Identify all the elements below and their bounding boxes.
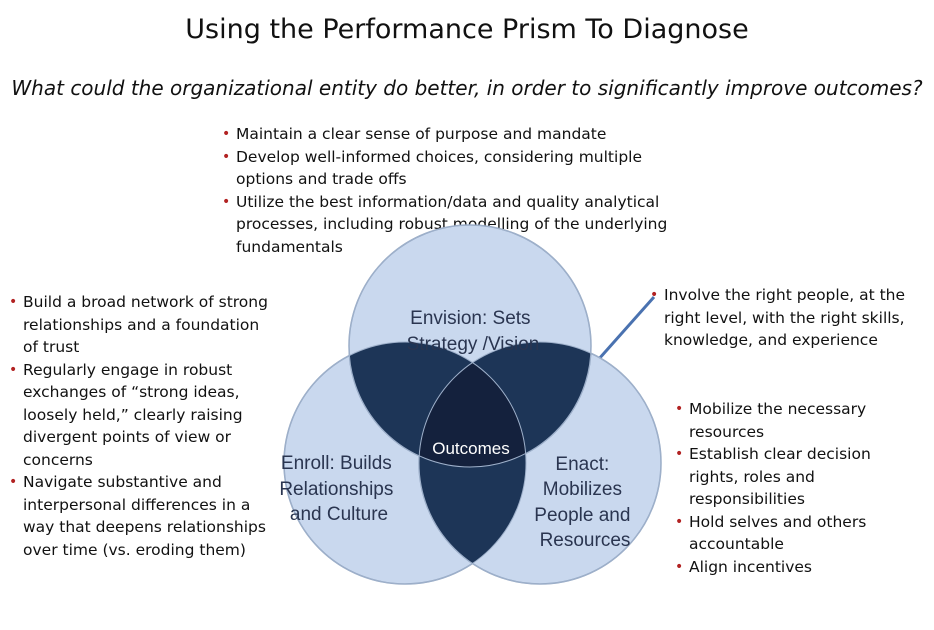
enroll-circle-outline: [283, 341, 527, 585]
envision-bullet: Develop well-informed choices, consideri…: [222, 146, 702, 191]
enact-bullet: Hold selves and others accountable: [675, 511, 875, 556]
envision-bullet: Maintain a clear sense of purpose and ma…: [222, 123, 702, 146]
diagram-title: Using the Performance Prism To Diagnose: [185, 14, 749, 45]
connector-line: [588, 296, 656, 370]
enroll-bullet-list: Build a broad network of strong relation…: [9, 291, 271, 561]
outcomes-region: [419, 342, 526, 467]
enact-circle-outline: [418, 341, 662, 585]
envision-bullet-list: Maintain a clear sense of purpose and ma…: [222, 123, 702, 258]
enact-bullet: Mobilize the necessary resources: [675, 398, 875, 443]
enroll-bullet: Navigate substantive and interpersonal d…: [9, 471, 271, 561]
diagram-subtitle: What could the organizational entity do …: [11, 76, 923, 100]
envision-label: Envision: Sets Strategy /Vision: [407, 308, 540, 355]
enroll-bullet: Regularly engage in robust exchanges of …: [9, 359, 271, 472]
enact-bullet: Establish clear decision rights, roles a…: [675, 443, 875, 511]
enroll-label: Enroll: Builds Relationships and Culture: [279, 453, 398, 525]
enact-label: Enact: Mobilizes People and Resources: [534, 454, 635, 551]
enact-bullet-list: Mobilize the necessary resources Establi…: [675, 398, 875, 578]
enact-bullet: Align incentives: [675, 556, 875, 579]
envision-bullet: Utilize the best information/data and qu…: [222, 191, 702, 259]
overlap-bullet: Involve the right people, at the right l…: [650, 284, 910, 352]
enroll-bullet: Build a broad network of strong relation…: [9, 291, 271, 359]
overlap-bullet-list: Involve the right people, at the right l…: [650, 284, 910, 352]
outcomes-label: Outcomes: [432, 439, 509, 458]
envision-circle-outline: [348, 224, 592, 468]
